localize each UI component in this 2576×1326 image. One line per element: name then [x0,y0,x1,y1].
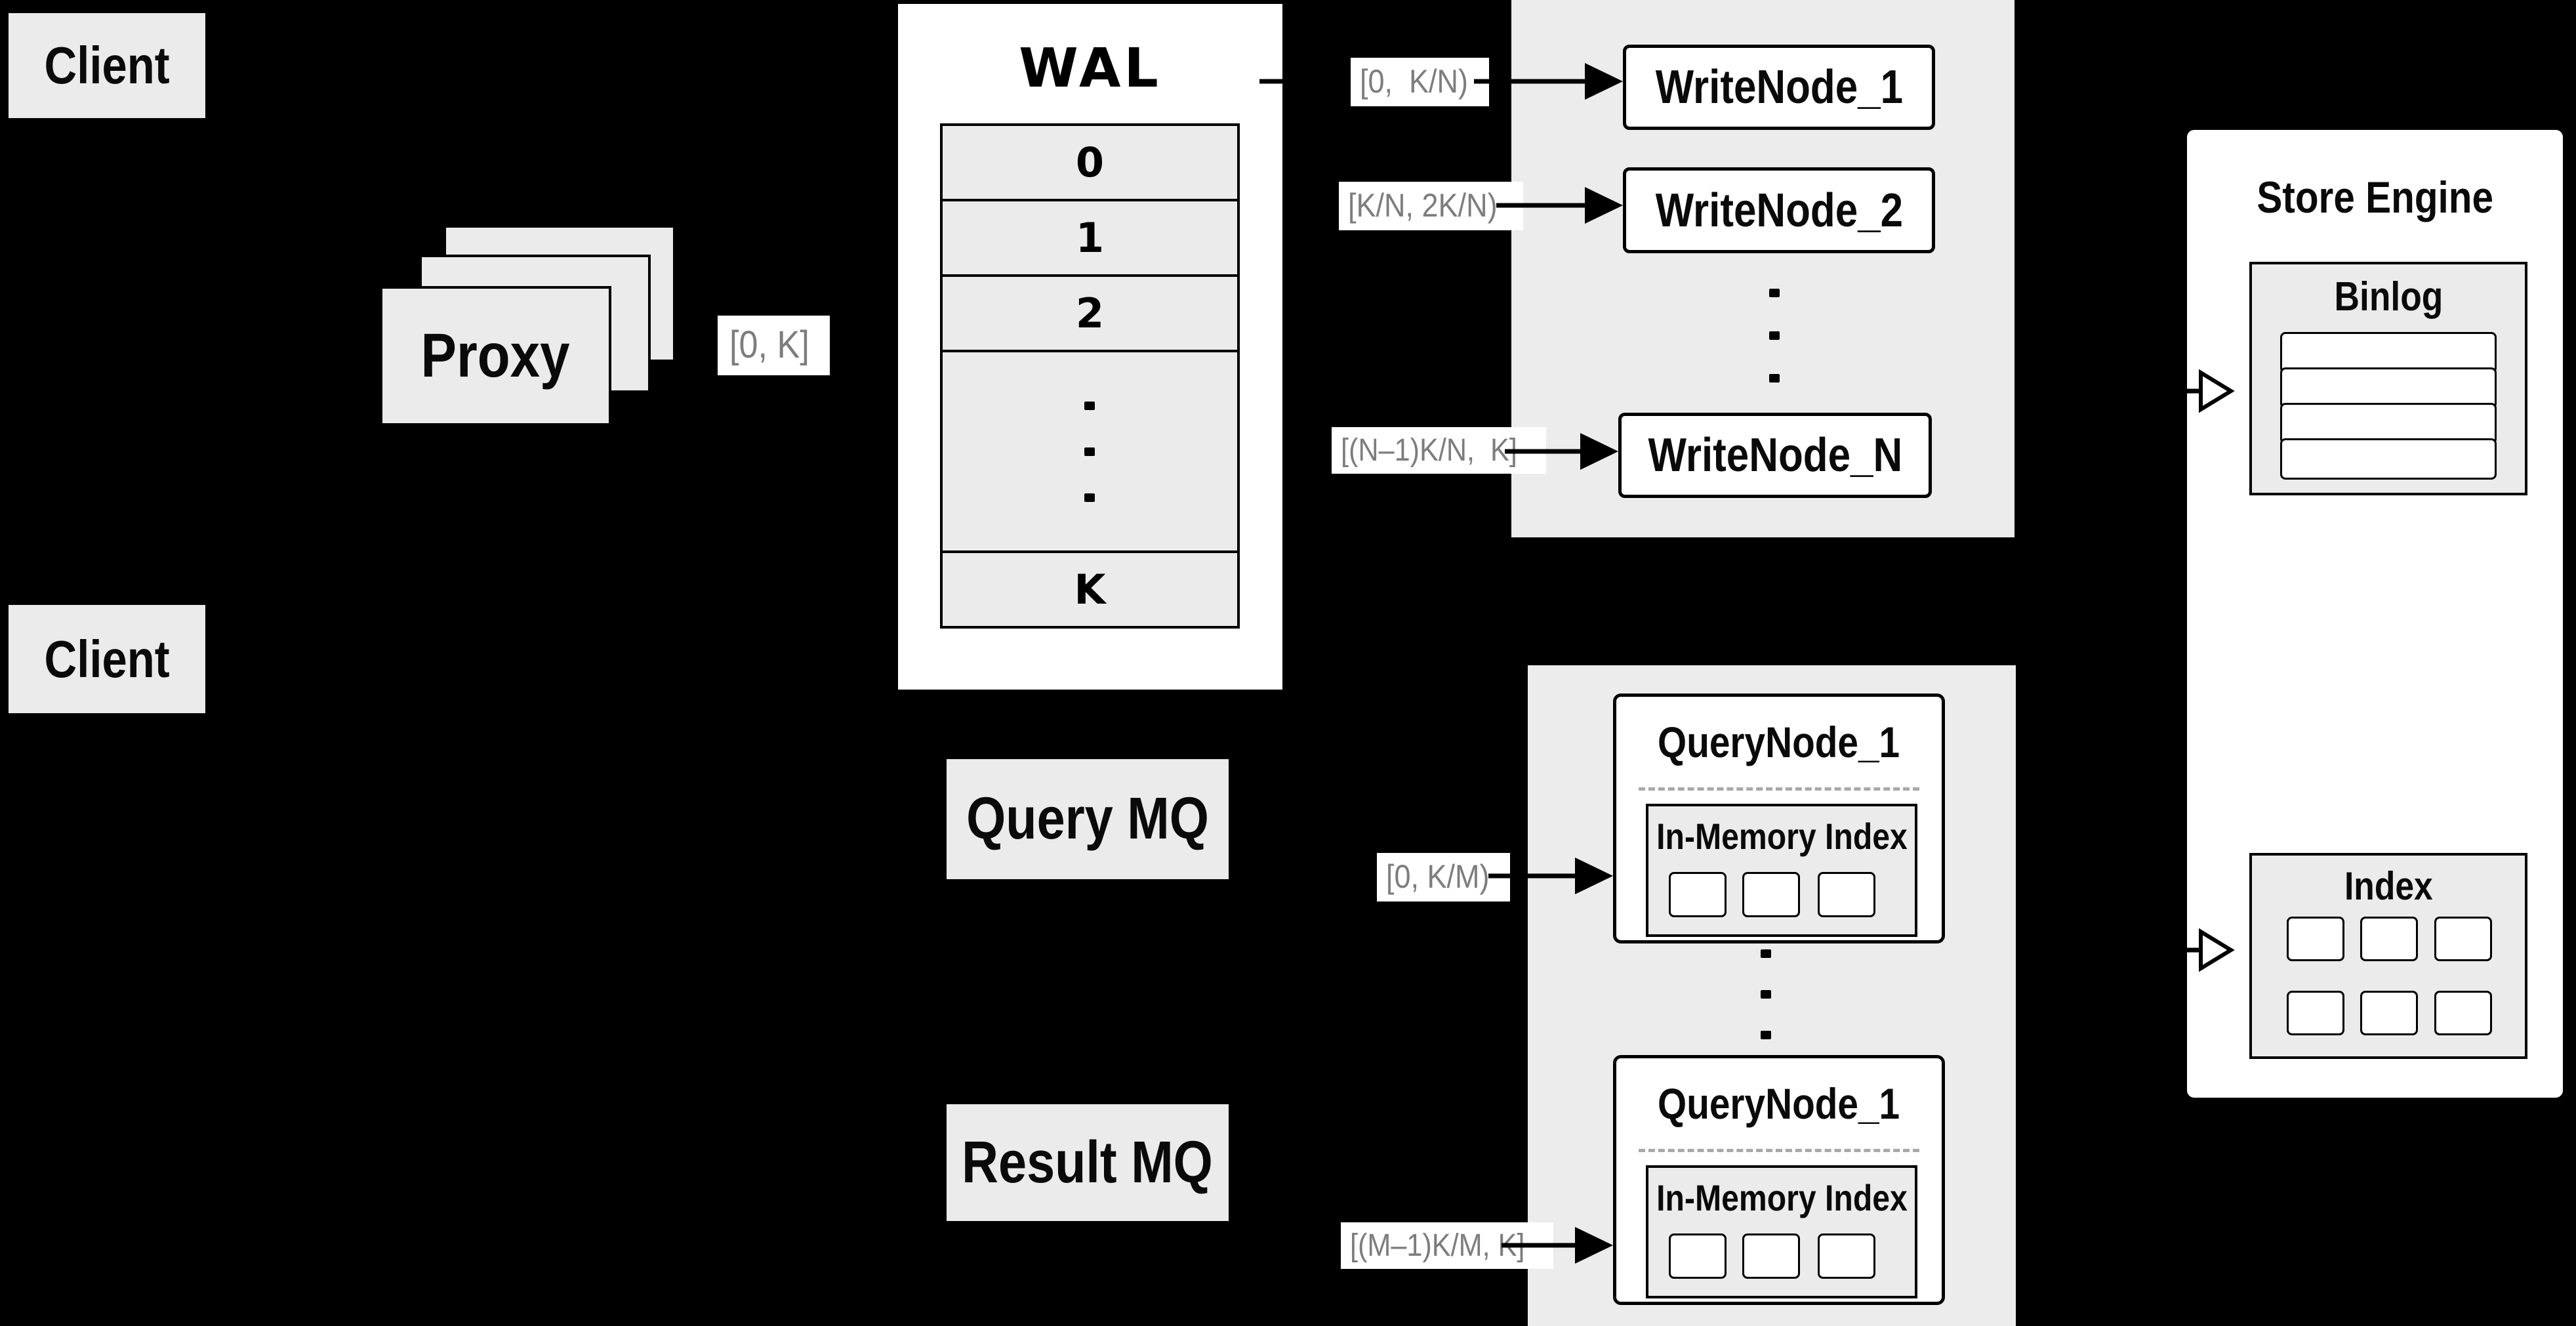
index-cell [2360,917,2418,961]
proxy-label: Proxy [420,321,571,390]
index-cell [2434,917,2492,961]
range-chip-writenode-n: [(N–1)K/N, K] [1332,427,1546,474]
binlog-row [2280,332,2497,373]
range-chip-proxy-text: [0, K] [729,323,809,366]
wal-table: 0 1 2 K [940,123,1240,629]
query-mq-box: Query MQ [947,759,1229,879]
vertical-ellipsis [1084,402,1095,410]
query-node-bottom: QueryNode_1 In-Memory Index [1613,1055,1945,1305]
in-memory-cell [1818,1233,1875,1279]
wal-title: WAL [1019,37,1162,100]
result-mq-box: Result MQ [947,1104,1229,1221]
in-memory-cell [1818,872,1875,917]
binlog-box: Binlog [2249,262,2527,495]
wal-row-ellipsis [943,352,1237,553]
wal-row-0: 0 [943,126,1237,201]
range-chip-querynode-bottom: [(M–1)K/M, K] [1341,1222,1554,1270]
vertical-ellipsis [1761,949,1771,958]
wal-row-2: 2 [943,277,1237,352]
in-memory-cell [1669,872,1727,917]
binlog-row [2280,403,2497,444]
range-chip-writenode-1: [0, K/N) [1351,58,1490,106]
client-box-top: Client [9,13,205,118]
range-chip-querynode-top: [0, K/M) [1377,853,1511,901]
vertical-ellipsis [1769,374,1780,383]
range-chip-writenode-2: [K/N, 2K/N) [1339,182,1523,230]
binlog-row [2280,438,2497,480]
vertical-ellipsis [1761,1031,1771,1039]
vertical-ellipsis [1769,331,1780,340]
in-memory-cell [1742,1233,1800,1279]
query-node-top-title: QueryNode_1 [1658,718,1900,766]
index-cell [2287,991,2344,1035]
write-node-1: WriteNode_1 [1623,45,1935,130]
in-memory-index-title: In-Memory Index [1656,1176,1908,1218]
in-memory-cell [1742,872,1800,917]
dashed-divider [1639,1149,1919,1152]
wal-row-1: 1 [943,201,1237,277]
query-node-bottom-title: QueryNode_1 [1658,1079,1900,1128]
store-engine-title: Store Engine [2257,172,2493,222]
vertical-ellipsis [1084,447,1095,456]
dashed-divider [1639,787,1919,791]
proxy-box-front: Proxy [380,286,611,426]
client-bottom-label: Client [44,629,170,688]
vertical-ellipsis [1769,289,1780,297]
client-top-label: Client [44,36,170,94]
index-box: Index [2249,853,2527,1059]
store-engine-panel: Store Engine Binlog Index [2185,128,2565,1100]
query-node-top: QueryNode_1 In-Memory Index [1613,694,1945,943]
index-title: Index [2344,863,2433,908]
wal-panel: WAL 0 1 2 K [895,1,1285,692]
in-memory-index-box-top: In-Memory Index [1646,804,1917,937]
binlog-title: Binlog [2334,274,2443,320]
wal-row-k: K [943,553,1237,626]
in-memory-cell [1669,1233,1727,1279]
write-node-2: WriteNode_2 [1623,167,1935,253]
in-memory-index-title: In-Memory Index [1656,815,1908,857]
write-node-n: WriteNode_N [1618,413,1932,498]
index-cell [2287,917,2344,961]
in-memory-index-box-bottom: In-Memory Index [1646,1165,1917,1298]
vertical-ellipsis [1084,493,1095,502]
index-cell [2360,991,2418,1035]
range-chip-proxy: [0, K] [718,316,830,375]
client-box-bottom: Client [9,605,205,713]
vertical-ellipsis [1761,990,1771,999]
index-cell [2434,991,2492,1035]
